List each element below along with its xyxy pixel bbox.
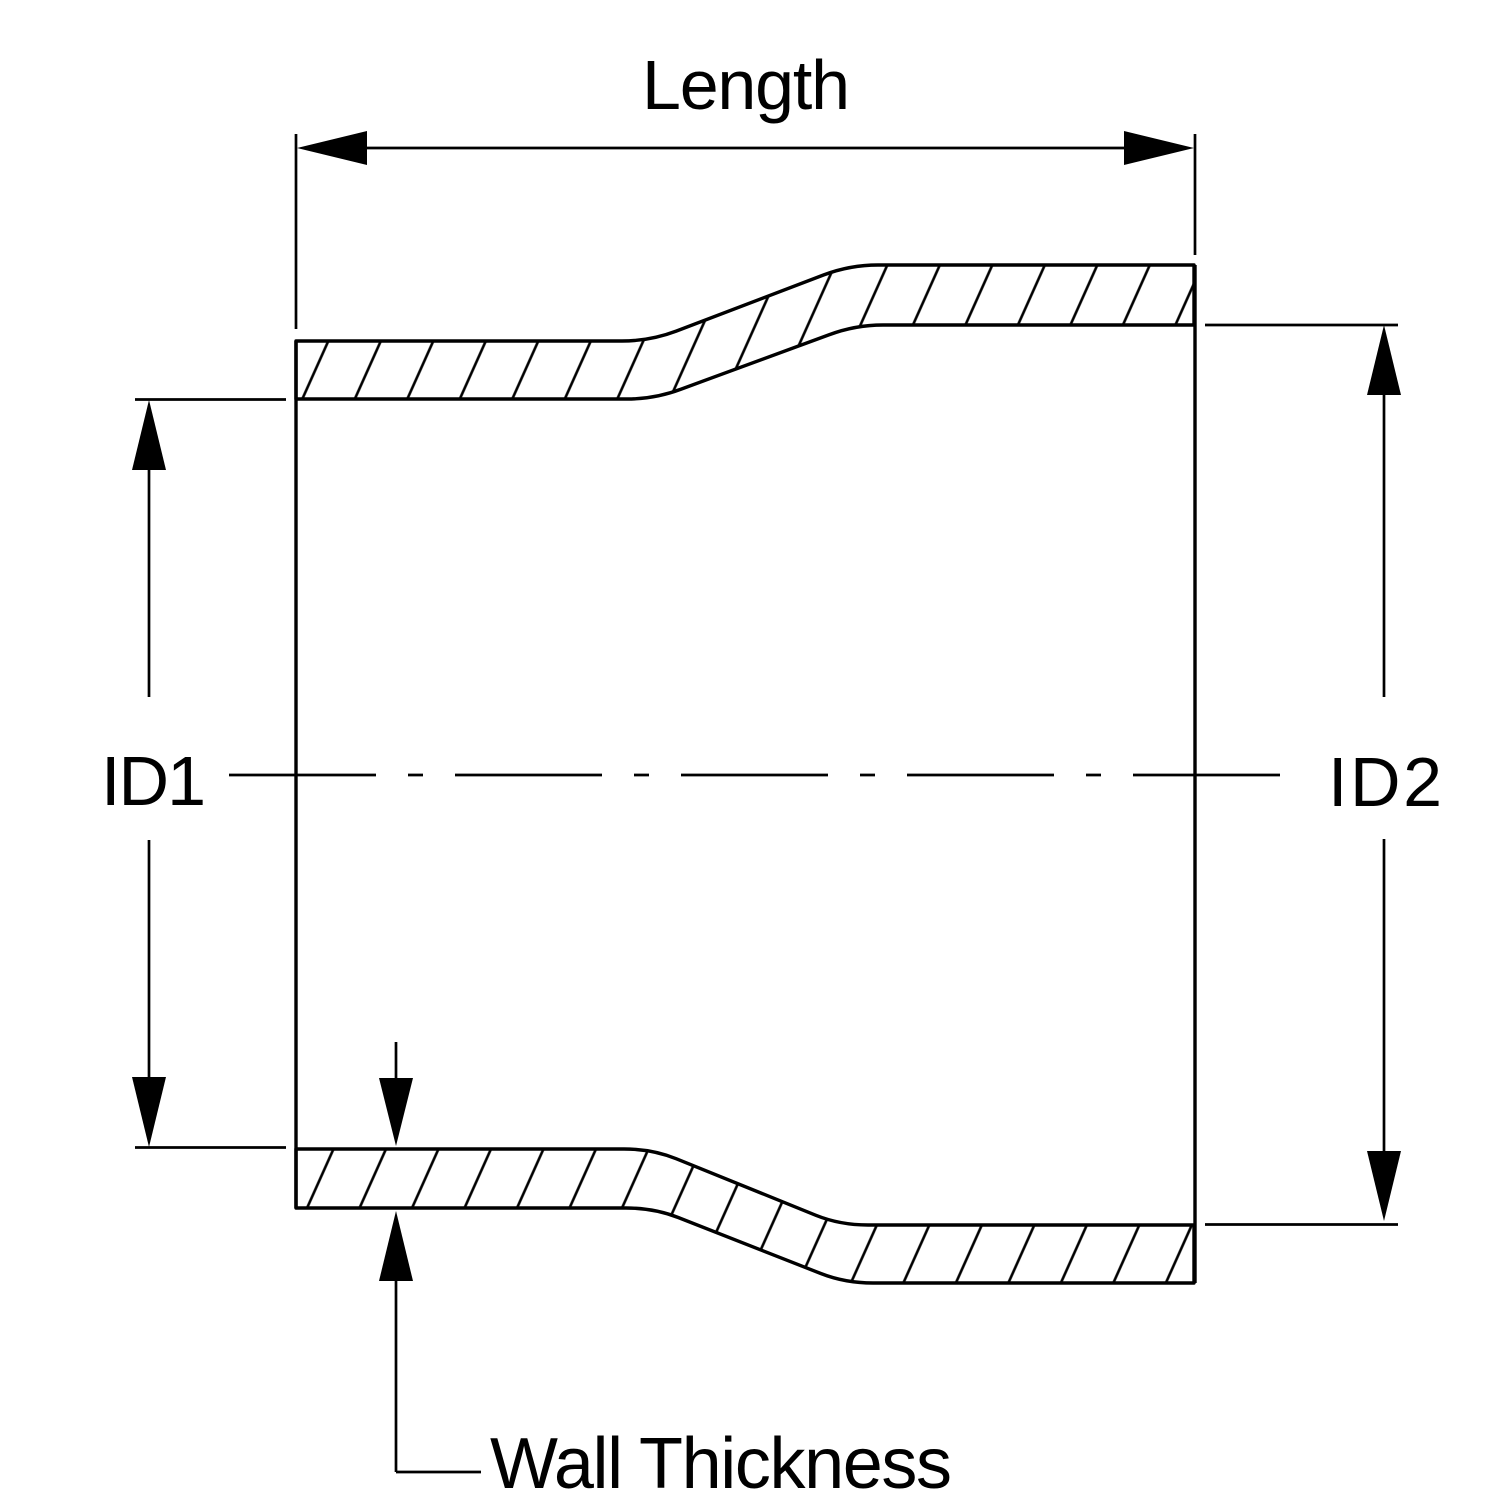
svg-text:Wall Thickness: Wall Thickness bbox=[490, 1424, 952, 1504]
svg-text:ID2: ID2 bbox=[1328, 743, 1442, 821]
svg-text:ID1: ID1 bbox=[101, 742, 206, 820]
svg-text:Length: Length bbox=[642, 46, 850, 124]
